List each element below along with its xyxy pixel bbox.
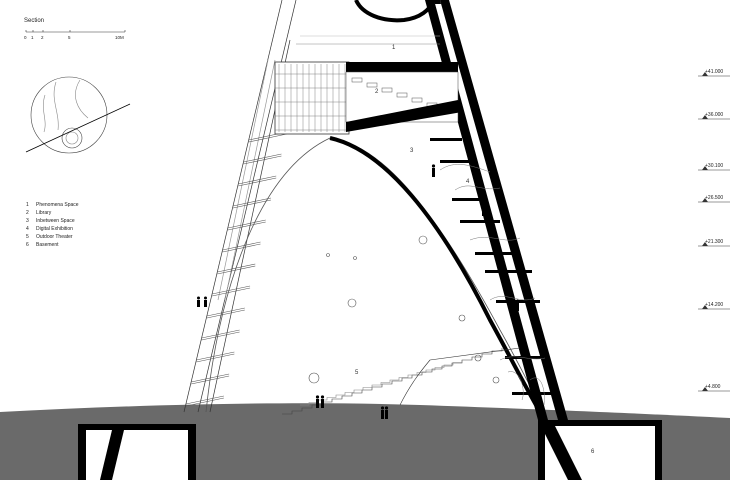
level-label: +30.100 [705,163,723,169]
legend-label: Outdoor Theater [36,234,73,240]
key-plan [25,76,131,154]
legend-label: Basement [36,242,59,248]
legend-number: 6 [26,242,29,248]
room-number: 4 [466,179,470,185]
room-number: 1 [392,45,396,51]
level-marker: +14.200 [698,302,730,310]
level-marker: +4.800 [698,384,730,392]
basement-right [538,420,662,480]
scale-label: 10M [115,35,124,40]
scale-label: 2 [41,35,44,40]
room-number: 2 [375,89,379,95]
scale-label: 1 [31,35,34,40]
scale-bar: 0 1 2 5 10M [24,30,126,40]
arch-thick-right [329,136,542,414]
arch-holes [308,235,500,384]
level-markers: +41.000 +36.000 +30.100 +26.500 +21.300 … [698,69,730,392]
level-label: +4.800 [705,384,721,390]
scale-label: 5 [68,35,71,40]
people-figures [197,164,519,419]
legend-label: Digital Exhibition [36,226,73,232]
section-title: Section [24,18,44,24]
level-label: +21.300 [705,239,723,245]
legend: 1 Phenomena Space 2 Library 3 Inbetween … [26,202,79,248]
library-block [274,35,462,135]
legend-number: 5 [26,234,29,240]
legend-number: 2 [26,210,29,216]
legend-label: Phenomena Space [36,202,79,208]
legend-label: Library [36,210,52,216]
legend-number: 4 [26,226,29,232]
level-marker: +41.000 [698,69,730,77]
left-stair-cells [185,131,287,407]
room-number: 5 [355,370,359,376]
room-number: 6 [591,449,595,455]
level-marker: +30.100 [698,163,730,171]
level-marker: +26.500 [698,195,730,203]
legend-number: 1 [26,202,29,208]
level-label: +26.500 [705,195,723,201]
scale-label: 0 [24,35,27,40]
level-marker: +21.300 [698,239,730,247]
legend-number: 3 [26,218,29,224]
room-number: 3 [410,148,414,154]
legend-label: Inbetween Space [36,218,75,224]
level-marker: +36.000 [698,112,730,120]
level-label: +41.000 [705,69,723,75]
interior-lines [439,164,546,406]
top-oculus [354,0,436,23]
level-label: +14.200 [705,302,723,308]
room-numbers: 1 2 3 4 5 6 [355,45,595,455]
level-label: +36.000 [705,112,723,118]
basement-left [78,424,196,480]
